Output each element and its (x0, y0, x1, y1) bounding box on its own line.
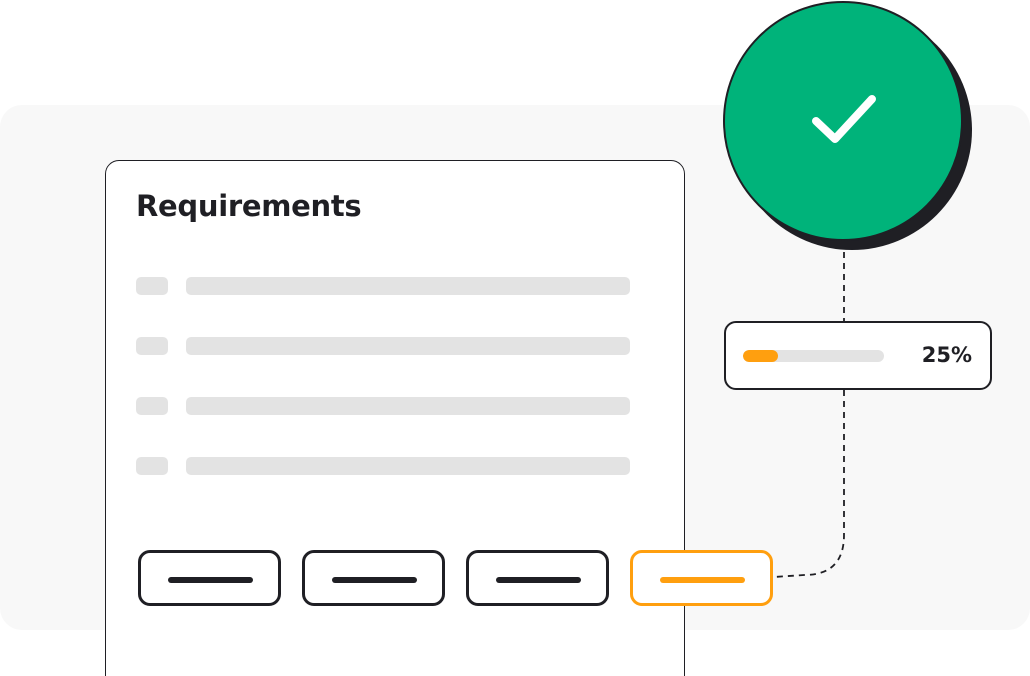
requirements-card: Requirements (105, 160, 773, 676)
requirement-checkbox-placeholder (136, 277, 168, 295)
requirement-checkbox-placeholder (136, 457, 168, 475)
step-label-placeholder (168, 577, 253, 583)
step-label-placeholder (332, 577, 417, 583)
connector-progress-to-step (773, 390, 845, 578)
checkmark-icon (812, 95, 876, 143)
step-button-2[interactable] (302, 550, 445, 606)
success-badge (723, 1, 972, 250)
badge-circle (723, 1, 963, 241)
requirement-text-placeholder (186, 277, 630, 295)
requirement-text-placeholder (186, 457, 630, 475)
step-button-4-active[interactable] (630, 550, 773, 606)
step-button-1[interactable] (138, 550, 281, 606)
requirement-item (136, 277, 631, 295)
requirement-checkbox-placeholder (136, 337, 168, 355)
requirement-item (136, 457, 631, 475)
card-title: Requirements (136, 189, 362, 223)
step-label-placeholder (660, 577, 745, 583)
progress-fill (743, 350, 779, 362)
requirement-text-placeholder (186, 397, 630, 415)
step-label-placeholder (496, 577, 581, 583)
requirement-item (136, 397, 631, 415)
requirement-item (136, 337, 631, 355)
requirement-checkbox-placeholder (136, 397, 168, 415)
requirement-text-placeholder (186, 337, 630, 355)
step-button-3[interactable] (466, 550, 609, 606)
progress-track (743, 350, 884, 362)
progress-percent-label: 25% (921, 343, 972, 367)
progress-card: 25% (724, 321, 992, 390)
